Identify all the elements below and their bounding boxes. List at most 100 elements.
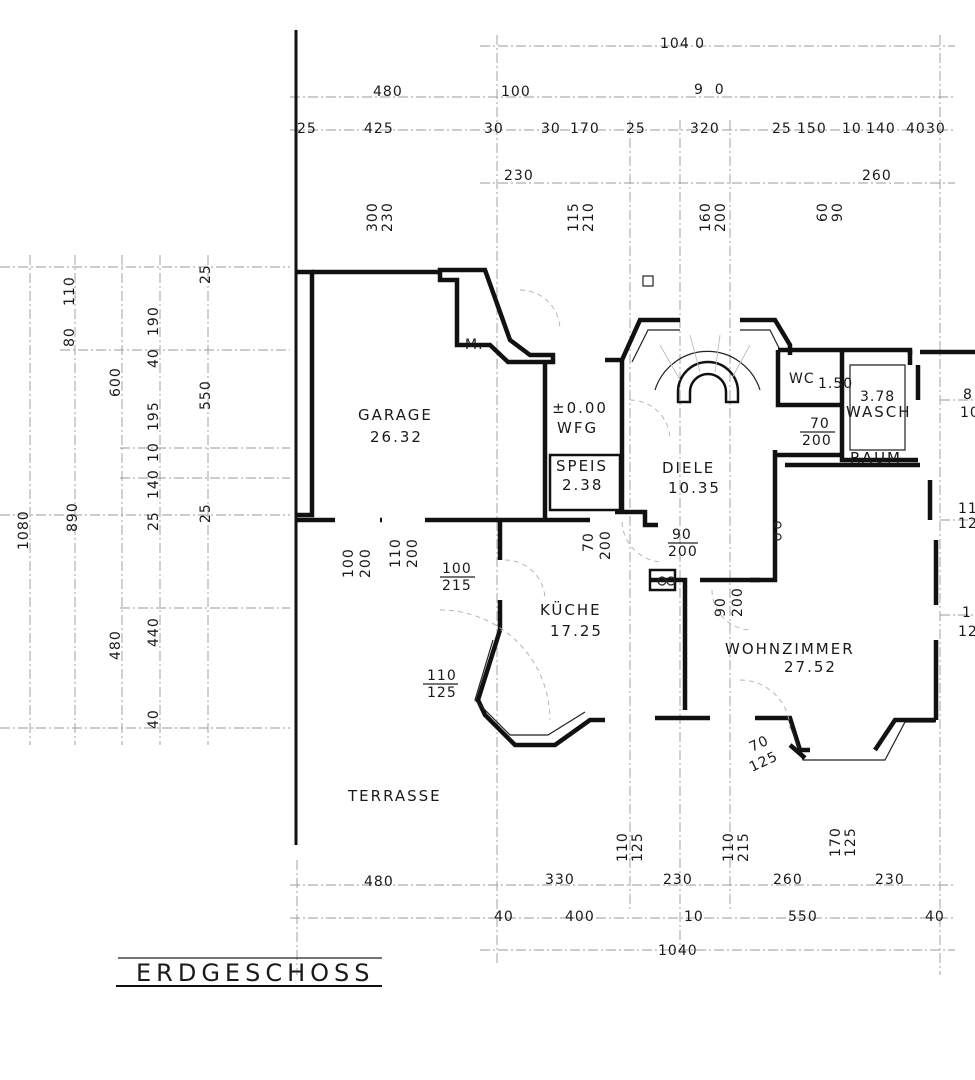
dim-left-col2-1: 80: [62, 327, 78, 347]
dim-top-row3-2: 30: [484, 121, 504, 137]
dim-bottom-row2-4: 40: [925, 909, 945, 925]
dim-speis-door-height: 200: [598, 530, 614, 560]
dim-bottom-opening-2-width: 170: [828, 827, 844, 857]
dim-top-opening-1-height: 210: [581, 202, 597, 232]
room-name-kueche: KÜCHE: [540, 600, 602, 619]
dim-terrace-door-width: 100: [442, 561, 472, 577]
room-name-raum: RAUM: [850, 449, 902, 467]
dim-left-col2-0: 110: [62, 276, 78, 306]
dim-top-row4-1: 260: [862, 168, 892, 184]
dim-garage-door-2-width: 110: [388, 538, 404, 568]
dim-wohn-door-height: 200: [730, 587, 746, 617]
room-name-wfg: WFG: [557, 419, 598, 437]
dim-garage-door-1-width: 100: [341, 548, 357, 578]
dim-top-row3-3: 30: [541, 121, 561, 137]
interior-dimensions: 100 200 110 200 100 215 70 200 90 200 90…: [341, 416, 835, 776]
top-dimensions: 104 0 480 100 9 0 25 425 30 30 170 25 32…: [297, 36, 946, 232]
dim-left-col3-7: 40: [146, 709, 162, 729]
dim-bottom-row2-0: 40: [494, 909, 514, 925]
dim-bottom-row2-1: 400: [565, 909, 595, 925]
left-dimensions: 1080 110 80 600 890 480 190 40 195 140 1…: [16, 264, 214, 729]
door-swings: [439, 289, 791, 731]
dim-bottom-opening-0-height: 125: [630, 832, 646, 862]
dim-kueche-window-height: 125: [427, 685, 457, 701]
dim-right-4: 1: [962, 605, 972, 621]
room-name-wc: WC: [789, 371, 815, 387]
dim-diele-door-width: 90: [672, 527, 692, 543]
dim-wc-door-height: 200: [802, 433, 832, 449]
dim-kueche-window-width: 110: [427, 668, 457, 684]
dim-left-col3-0: 190: [146, 306, 162, 336]
dim-top-row2-0: 480: [373, 84, 403, 100]
dim-top-opening-3-width: 60: [815, 202, 831, 222]
dim-right-2: 11: [958, 501, 975, 517]
dim-left-col3-2: 195: [146, 401, 162, 431]
dim-bottom-row1-4: 230: [875, 872, 905, 888]
room-name-terrasse: TERRASSE: [347, 787, 442, 805]
dim-top-row3-0: 25: [297, 121, 317, 137]
dim-top-row3-12: 30: [926, 121, 946, 137]
dim-diele-door-height: 200: [668, 544, 698, 560]
dim-top-opening-3-height: 90: [830, 202, 846, 222]
dim-bottom-row1-0: 480: [364, 874, 394, 890]
dim-right-3: 12: [958, 516, 975, 532]
dim-left-col3-5: 25: [146, 511, 162, 531]
dim-garage-door-1-height: 200: [358, 548, 374, 578]
room-area-diele: 10.35: [668, 479, 721, 497]
dim-left-col2-2: 600: [108, 367, 124, 397]
dim-garage-door-2-height: 200: [405, 538, 421, 568]
room-area-kueche: 17.25: [550, 622, 603, 640]
dim-wohn-door-width: 90: [713, 597, 729, 617]
dim-left-overall: 1080: [16, 510, 32, 550]
dim-top-opening-1-width: 115: [566, 202, 582, 232]
dim-left-col4-1: 550: [198, 380, 214, 410]
walls: [294, 30, 975, 845]
room-name-wasch: WASCH: [846, 403, 912, 421]
room-name-garage: GARAGE: [358, 406, 433, 424]
label-m: M.: [465, 337, 484, 353]
room-area-wc: 1.50: [818, 376, 853, 392]
dim-bottom-row1-3: 260: [773, 872, 803, 888]
room-level-wfg: ±0.00: [552, 399, 608, 417]
dim-bottom-overall: 1040: [658, 943, 698, 959]
dim-bottom-row1-2: 230: [663, 872, 693, 888]
dim-right-5: 12: [958, 624, 975, 640]
plan-title: ERDGESCHOSS: [136, 959, 374, 987]
dim-terrace-door-height: 215: [442, 578, 472, 594]
dim-top-row2-1: 100: [501, 84, 531, 100]
room-name-diele: DIELE: [662, 459, 715, 477]
dim-left-col3-1: 40: [146, 348, 162, 368]
dim-top-row4-0: 230: [504, 168, 534, 184]
dim-top-row3-10: 140: [866, 121, 896, 137]
dim-left-col2-3: 890: [65, 502, 81, 532]
dim-top-overall: 104 0: [660, 36, 705, 52]
dim-top-row3-9: 10: [842, 121, 862, 137]
room-area-wohnzimmer: 27.52: [784, 658, 837, 676]
dim-top-row3-11: 40: [906, 121, 926, 137]
dim-bottom-opening-1-width: 110: [721, 832, 737, 862]
dim-top-row3-5: 25: [626, 121, 646, 137]
dim-top-row3-1: 425: [364, 121, 394, 137]
room-area-waschraum: 3.78: [860, 389, 895, 405]
bottom-dimensions: 110 125 110 215 170 125 480 330 230 260 …: [364, 827, 945, 959]
dim-bottom-opening-2-height: 125: [843, 827, 859, 857]
dim-left-col3-4: 10: [146, 442, 162, 462]
dim-top-opening-0-height: 230: [380, 202, 396, 232]
dim-top-row3-4: 170: [570, 121, 600, 137]
dim-left-col3-3: 140: [146, 469, 162, 499]
dim-left-col4-2: 25: [198, 503, 214, 523]
dim-right-1: 10: [960, 405, 975, 421]
dim-left-col4-0: 25: [198, 264, 214, 284]
title-block: ERDGESCHOSS: [116, 957, 382, 987]
dim-top-row3-8: 150: [797, 121, 827, 137]
room-area-speis: 2.38: [562, 476, 603, 494]
dim-top-opening-2-width: 160: [698, 202, 714, 232]
dim-speis-door-width: 70: [581, 532, 597, 552]
dimension-lines: [0, 35, 975, 975]
dim-bottom-opening-1-height: 215: [736, 832, 752, 862]
room-area-garage: 26.32: [370, 428, 423, 446]
right-dimensions: 8 10 11 12 1 12: [958, 387, 975, 640]
dim-right-0: 8: [963, 387, 973, 403]
dim-bottom-row2-3: 550: [788, 909, 818, 925]
